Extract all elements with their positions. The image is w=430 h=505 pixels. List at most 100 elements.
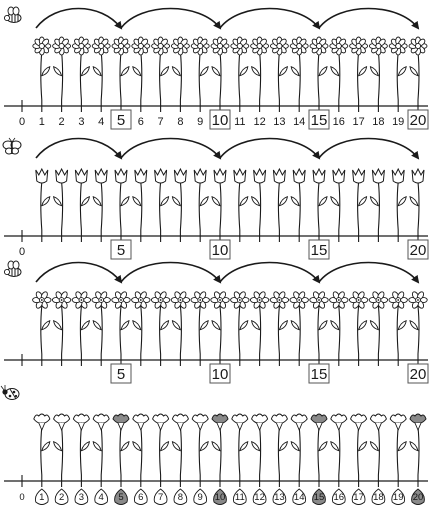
jump-arrow — [220, 263, 319, 283]
daisy-flower — [72, 37, 90, 100]
carnation-flower — [351, 414, 367, 475]
number-label: 11 — [235, 492, 245, 503]
blossom-flower — [132, 291, 150, 354]
blossom-flower — [389, 291, 407, 354]
carnation-flower — [34, 414, 50, 475]
jump-arrow — [121, 263, 220, 283]
tulip-flower — [155, 169, 169, 230]
number-label: 20 — [410, 366, 427, 383]
jump-arrow — [121, 139, 220, 159]
carnation-flower — [311, 414, 327, 475]
number-label: 2 — [59, 116, 65, 128]
number-label: 15 — [311, 366, 328, 383]
daisy-flower — [231, 37, 249, 100]
daisy-flower — [310, 37, 328, 100]
number-label: 15 — [311, 242, 328, 259]
blossom-flower — [171, 291, 189, 354]
daisy-flower — [330, 37, 348, 100]
number-label: 4 — [99, 492, 104, 503]
daisy-flower — [171, 37, 189, 100]
daisy-flower — [409, 37, 427, 100]
carnation-flower — [331, 414, 347, 475]
tulip-flower — [133, 169, 147, 230]
tulip-flower — [410, 169, 424, 230]
tulip-flower — [75, 169, 89, 230]
number-label: 20 — [410, 242, 427, 259]
number-label: 3 — [79, 492, 84, 503]
carnation-flower — [133, 414, 149, 475]
daisy-flower — [132, 37, 150, 100]
number-label: 10 — [212, 112, 229, 129]
daisy-flower — [270, 37, 288, 100]
daisy-flower — [211, 37, 229, 100]
blossom-flower — [151, 291, 169, 354]
daisy-flower — [251, 37, 269, 100]
number-label: 17 — [352, 116, 364, 128]
jump-arrow — [36, 139, 121, 159]
blossom-flower — [191, 291, 209, 354]
number-label: 8 — [177, 116, 183, 128]
carnation-flower — [192, 414, 208, 475]
jump-arrow — [319, 263, 418, 283]
blossom-flower — [290, 291, 308, 354]
number-label: 1 — [39, 116, 45, 128]
blossom-flower — [349, 291, 367, 354]
carnation-flower — [252, 414, 268, 475]
tulip-flower — [392, 169, 406, 230]
tulip-flower — [234, 169, 248, 230]
number-label: 7 — [158, 116, 164, 128]
carnation-flower — [212, 414, 228, 475]
carnation-flower — [232, 414, 248, 475]
carnation-flower — [113, 414, 129, 475]
bee-icon — [4, 7, 21, 23]
jump-arrow — [319, 139, 418, 159]
tulip-flower — [194, 169, 208, 230]
number-label: 20 — [413, 492, 424, 503]
number-label: 5 — [117, 242, 125, 259]
blossom-flower — [52, 291, 70, 354]
number-label: 10 — [215, 492, 226, 503]
tulip-flower — [353, 169, 367, 230]
number-label: 16 — [334, 492, 345, 503]
daisy-flower — [33, 37, 51, 100]
tulip-flower — [36, 169, 50, 230]
number-label: 1 — [39, 492, 44, 503]
daisy-flower — [290, 37, 308, 100]
number-label: 19 — [393, 492, 404, 503]
number-label: 0 — [19, 116, 25, 128]
blossom-flower — [330, 291, 348, 354]
tulip-flower — [273, 169, 287, 230]
blossom-flower — [231, 291, 249, 354]
carnation-flower — [73, 414, 89, 475]
number-label: 10 — [212, 242, 229, 259]
blossom-flower — [72, 291, 90, 354]
blossom-flower — [270, 291, 288, 354]
carnation-flower — [172, 414, 188, 475]
daisy-flower — [191, 37, 209, 100]
number-label: 7 — [158, 492, 163, 503]
number-label: 20 — [410, 112, 427, 129]
tulip-flower — [313, 169, 327, 230]
carnation-flower — [390, 414, 406, 475]
blossom-flower — [310, 291, 328, 354]
carnation-flower — [153, 414, 169, 475]
jump-arrow — [36, 263, 121, 283]
number-label: 9 — [198, 492, 203, 503]
number-label: 6 — [138, 492, 143, 503]
carnation-flower — [271, 414, 287, 475]
number-label: 9 — [197, 116, 203, 128]
carnation-flower — [54, 414, 70, 475]
number-label: 15 — [311, 112, 328, 129]
number-label: 14 — [294, 492, 305, 503]
blossom-flower — [33, 291, 51, 354]
number-label: 5 — [117, 112, 125, 129]
number-label: 17 — [353, 492, 364, 503]
tulip-flower — [291, 169, 305, 230]
blossom-flower — [409, 291, 427, 354]
number-label: 14 — [293, 116, 305, 128]
number-label: 13 — [274, 492, 285, 503]
number-label: 3 — [78, 116, 84, 128]
daisy-flower — [152, 37, 170, 100]
number-label: 13 — [273, 116, 285, 128]
